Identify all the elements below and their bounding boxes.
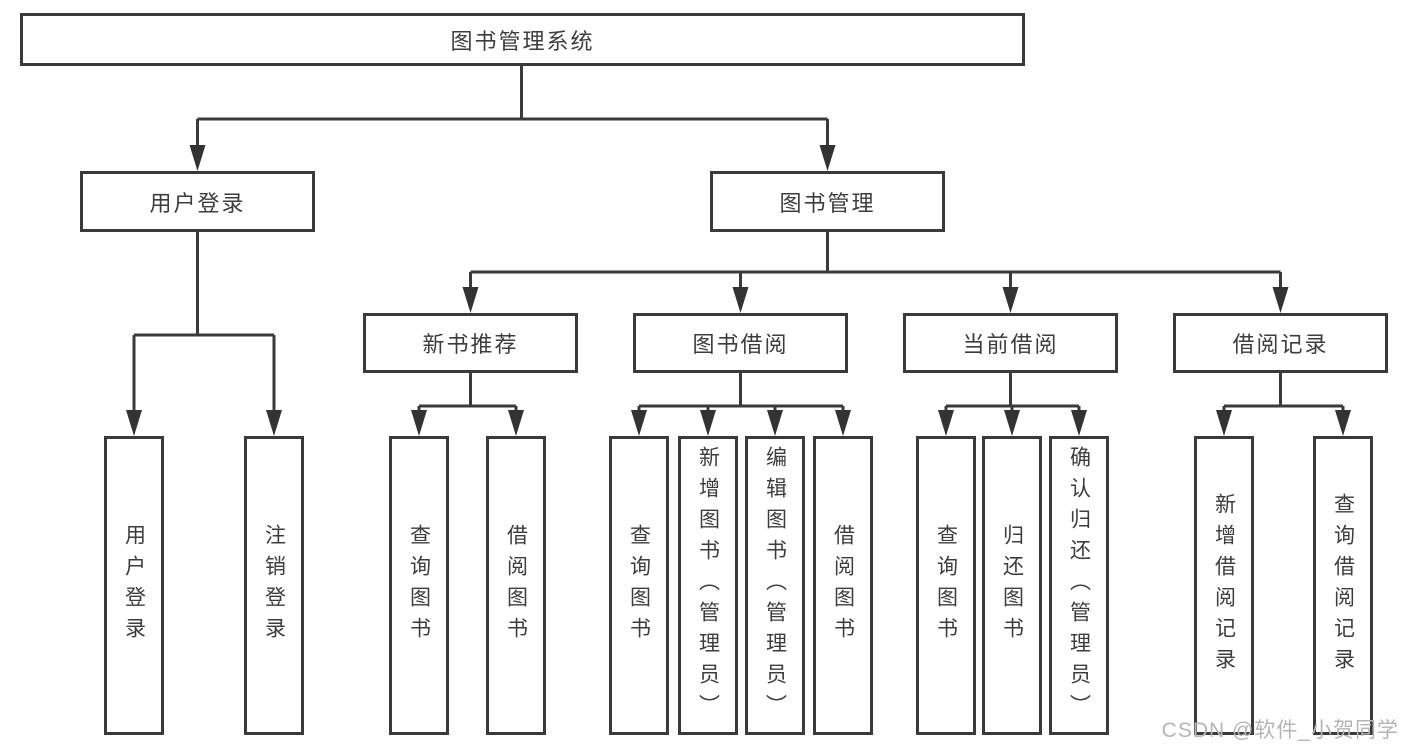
leaf-borrow-books-recommend: 借阅图书 (486, 436, 546, 735)
leaf-query-books-current: 查询图书 (916, 436, 976, 735)
node-current-borrowing: 当前借阅 (903, 313, 1118, 373)
connector-root-to-level2 (189, 66, 836, 171)
node-borrowing-records: 借阅记录 (1173, 313, 1388, 373)
leaf-add-borrow-record: 新增借阅记录 (1194, 436, 1254, 735)
arrowhead (1071, 410, 1087, 436)
arrowhead (189, 145, 206, 171)
node-library-system-label: 图书管理系统 (450, 28, 595, 54)
node-new-book-recommendation-label: 新书推荐 (422, 332, 519, 357)
arrowhead (1272, 287, 1289, 313)
leaf-user-login-label: 用户登录 (122, 523, 146, 648)
connector-user-login-to-leaves (126, 232, 282, 436)
node-borrowing-records-label: 借阅记录 (1232, 332, 1329, 357)
node-library-system: 图书管理系统 (20, 13, 1025, 66)
leaf-logout: 注销登录 (244, 436, 304, 735)
node-current-borrowing-label: 当前借阅 (962, 332, 1059, 357)
arrowhead (1004, 410, 1020, 436)
leaf-query-books-recommend-label: 查询图书 (407, 523, 431, 648)
arrowhead (1335, 410, 1351, 436)
connector-book-borrowing-to-leaves (631, 373, 851, 436)
arrowhead (819, 145, 836, 171)
leaf-borrow-books-label: 借阅图书 (831, 523, 855, 648)
connector-new-book-recommendation-to-leaves (411, 373, 524, 436)
leaf-logout-label: 注销登录 (262, 523, 286, 648)
leaf-confirm-return-admin-label: 确认归还（管理员） (1067, 446, 1091, 725)
leaf-query-books-current-label: 查询图书 (934, 523, 958, 648)
node-book-management-label: 图书管理 (779, 190, 876, 216)
arrowhead (1002, 287, 1019, 313)
csdn-watermark: CSDN @软件_小贺同学 (1161, 719, 1399, 742)
node-book-borrowing-label: 图书借阅 (692, 332, 789, 357)
arrowhead (411, 410, 427, 436)
connector-current-borrowing-to-leaves (938, 373, 1087, 436)
arrowhead (126, 410, 142, 436)
leaf-return-books-label: 归还图书 (1000, 523, 1024, 648)
leaf-query-borrow-record: 查询借阅记录 (1313, 436, 1373, 735)
leaf-add-books-admin: 新增图书（管理员） (678, 436, 738, 735)
arrowhead (835, 410, 851, 436)
arrowhead (1216, 410, 1232, 436)
leaf-add-borrow-record-label: 新增借阅记录 (1212, 492, 1236, 679)
arrowhead (462, 287, 479, 313)
arrowhead (631, 410, 647, 436)
leaf-return-books: 归还图书 (982, 436, 1042, 735)
arrowhead (767, 410, 783, 436)
node-user-login-label: 用户登录 (149, 190, 246, 216)
arrowhead (266, 410, 282, 436)
connector-borrowing-records-to-leaves (1216, 373, 1351, 436)
arrowhead (938, 410, 954, 436)
leaf-add-books-admin-label: 新增图书（管理员） (696, 446, 720, 725)
leaf-borrow-books: 借阅图书 (813, 436, 873, 735)
leaf-confirm-return-admin: 确认归还（管理员） (1049, 436, 1109, 735)
arrowhead (508, 410, 524, 436)
leaf-query-borrow-record-label: 查询借阅记录 (1331, 492, 1355, 679)
leaf-edit-books-admin: 编辑图书（管理员） (745, 436, 805, 735)
node-new-book-recommendation: 新书推荐 (363, 313, 578, 373)
connector-book-management-to-level3 (462, 232, 1289, 313)
node-book-management: 图书管理 (710, 171, 945, 232)
leaf-borrow-books-recommend-label: 借阅图书 (504, 523, 528, 648)
leaf-query-books-borrowing: 查询图书 (609, 436, 669, 735)
leaf-edit-books-admin-label: 编辑图书（管理员） (763, 446, 787, 725)
leaf-query-books-recommend: 查询图书 (389, 436, 449, 735)
arrowhead (700, 410, 716, 436)
node-user-login: 用户登录 (80, 171, 315, 232)
arrowhead (732, 287, 749, 313)
leaf-user-login: 用户登录 (104, 436, 164, 735)
leaf-query-books-borrowing-label: 查询图书 (627, 523, 651, 648)
node-book-borrowing: 图书借阅 (633, 313, 848, 373)
